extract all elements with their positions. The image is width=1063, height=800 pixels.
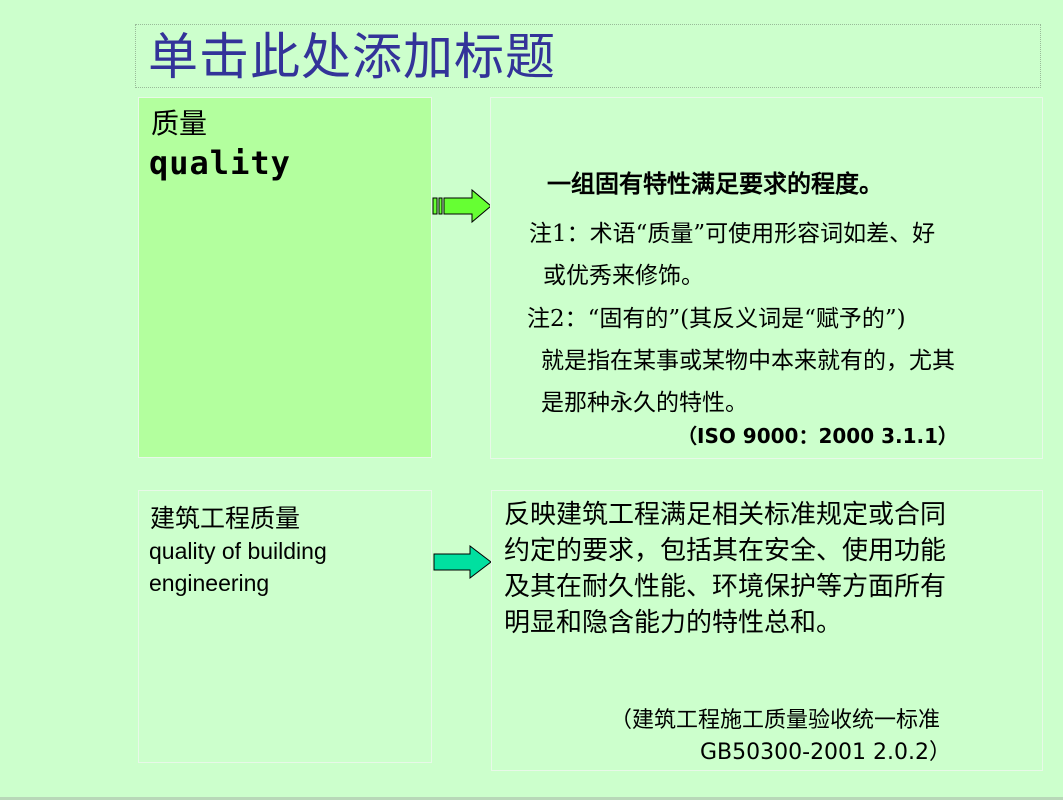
note-2-line-3: 是那种永久的特性。 bbox=[541, 390, 748, 416]
quality-definition: 一组固有特性满足要求的程度。 bbox=[547, 170, 883, 198]
note-1-line-2: 或优秀来修饰。 bbox=[543, 263, 704, 289]
slide-title: 单击此处添加标题 bbox=[148, 28, 556, 86]
building-definition-box: 反映建筑工程满足相关标准规定或合同 约定的要求，包括其在安全、使用功能 及其在耐… bbox=[491, 490, 1043, 771]
quality-source: （ISO 9000：2000 3.1.1） bbox=[677, 424, 959, 448]
building-source: （建筑工程施工质量验收统一标准 GB50300-2001 2.0.2） bbox=[610, 705, 951, 769]
quality-term-cn: 质量 bbox=[151, 107, 208, 140]
quality-definition-box: 一组固有特性满足要求的程度。 注1：术语“质量”可使用形容词如差、好 或优秀来修… bbox=[490, 97, 1043, 459]
quality-term-en: quality bbox=[149, 144, 291, 182]
building-definition: 反映建筑工程满足相关标准规定或合同 约定的要求，包括其在安全、使用功能 及其在耐… bbox=[504, 497, 946, 641]
building-def-line-3: 及其在耐久性能、环境保护等方面所有 bbox=[504, 572, 947, 602]
right-arrow-icon bbox=[432, 544, 494, 583]
building-source-line-1: （建筑工程施工质量验收统一标准 bbox=[610, 708, 941, 733]
building-def-line-2: 约定的要求，包括其在安全、使用功能 bbox=[504, 536, 947, 566]
bottom-divider bbox=[0, 797, 1063, 800]
building-term-en-line-2: engineering bbox=[149, 570, 270, 596]
building-term-en-line-1: quality of building bbox=[149, 538, 327, 564]
building-term-en: quality of building engineering bbox=[149, 535, 327, 599]
building-def-line-1: 反映建筑工程满足相关标准规定或合同 bbox=[504, 500, 947, 530]
quality-term-box: 质量 quality bbox=[138, 97, 432, 458]
building-def-line-4: 明显和隐含能力的特性总和。 bbox=[504, 608, 843, 638]
building-term-box: 建筑工程质量 quality of building engineering bbox=[138, 490, 432, 763]
right-arrow-icon bbox=[432, 188, 494, 228]
note-1-line-1: 注1：术语“质量”可使用形容词如差、好 bbox=[529, 221, 936, 247]
note-2-line-2: 就是指在某事或某物中本来就有的，尤其 bbox=[541, 348, 955, 374]
building-source-line-2: GB50300-2001 2.0.2） bbox=[700, 740, 952, 765]
title-placeholder[interactable]: 单击此处添加标题 bbox=[135, 24, 1041, 88]
note-2-line-1: 注2：“固有的”(其反义词是“赋予的”) bbox=[527, 306, 906, 332]
building-term-cn: 建筑工程质量 bbox=[150, 504, 301, 533]
quality-note-2: 注2：“固有的”(其反义词是“赋予的”) 就是指在某事或某物中本来就有的，尤其 … bbox=[527, 298, 955, 424]
quality-note-1: 注1：术语“质量”可使用形容词如差、好 或优秀来修饰。 bbox=[529, 213, 935, 297]
